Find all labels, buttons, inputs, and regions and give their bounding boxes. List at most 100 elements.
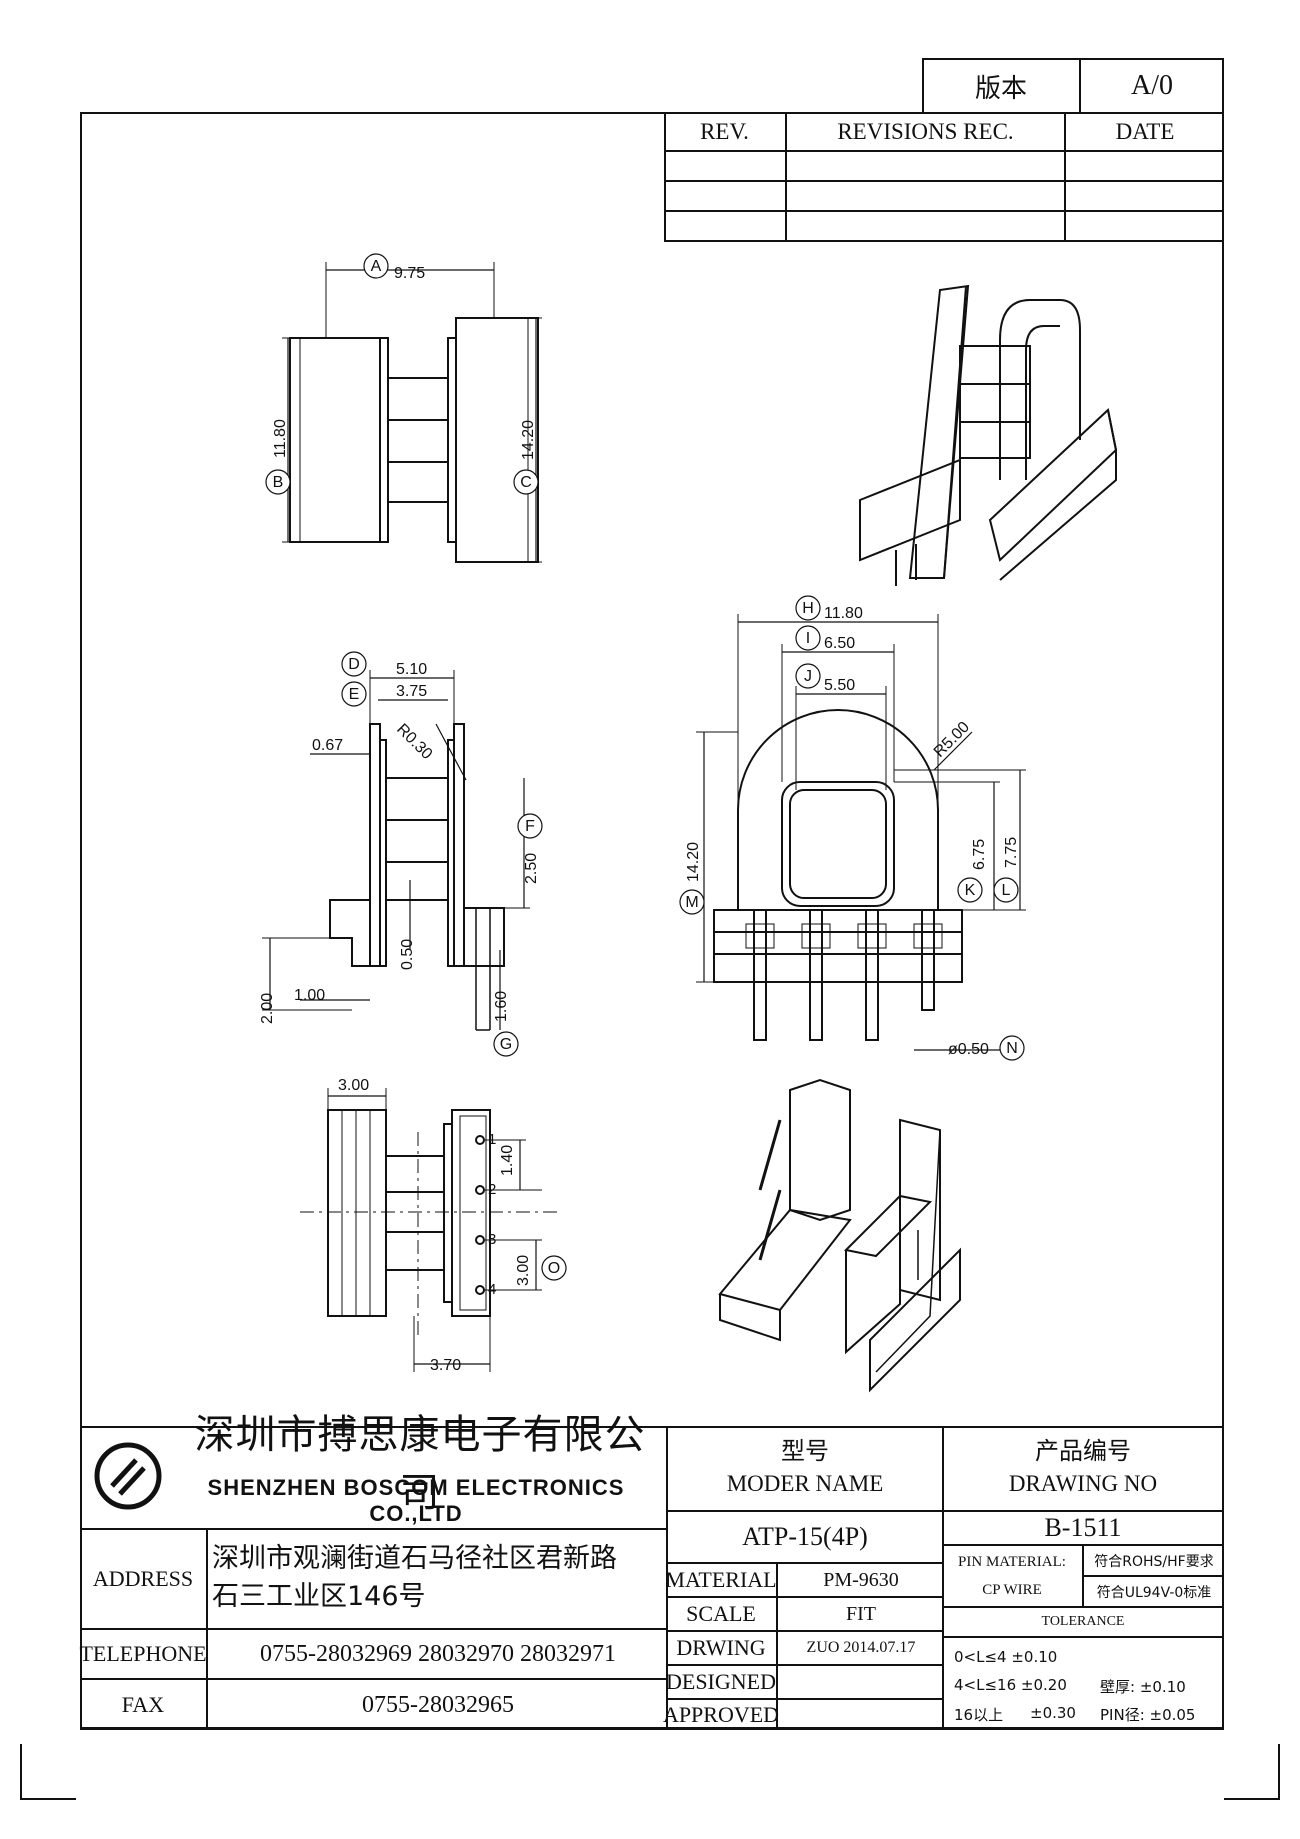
revisions-row1 <box>664 150 1224 152</box>
revisions-col2 <box>1064 112 1066 242</box>
pin-label-2: 2 <box>488 1181 496 1198</box>
address-value: 深圳市观澜街道石马径社区君新路 石三工业区146号 <box>212 1540 668 1616</box>
tb-right-row0 <box>942 1510 1224 1512</box>
dim-a-letter: A <box>371 258 382 275</box>
scale-value: FIT <box>846 1602 876 1625</box>
tb-mid-col <box>776 1562 778 1730</box>
company-name-en: SHENZHEN BOSCOM ELECTRONICS CO.,LTD <box>207 1475 625 1526</box>
dim-2-00: 2.00 <box>259 993 276 1024</box>
side-view <box>262 670 530 1031</box>
dim-o-letter: O <box>548 1260 560 1277</box>
model-label-cn: 型号 <box>781 1436 829 1465</box>
model-value: ATP-15(4P) <box>742 1522 868 1551</box>
rev-header: REV. <box>700 119 749 144</box>
crop-mark-left-h <box>20 1798 76 1800</box>
approved-label: APPROVED <box>662 1702 780 1727</box>
telephone-label: TELEPHONE <box>79 1641 207 1666</box>
version-value: A/0 <box>1131 70 1173 101</box>
isometric-view-bottom <box>718 1078 961 1393</box>
revisions-row3 <box>664 210 1224 212</box>
tb-left-row1 <box>80 1528 668 1530</box>
dim-n-letter: N <box>1006 1040 1018 1057</box>
tolerance-row2: 4<L≤16 ±0.20 <box>954 1676 1067 1694</box>
fax-value: 0755-28032965 <box>362 1691 514 1718</box>
dim-e-letter: E <box>349 686 360 703</box>
dim-0-50: 0.50 <box>399 939 416 970</box>
tb-left-row2 <box>80 1628 668 1630</box>
pin-label-1: 1 <box>488 1131 496 1148</box>
dim-n-value: ø0.50 <box>948 1041 989 1058</box>
tolerance-row3a: 16以上 <box>954 1706 1004 1724</box>
tb-mid-row0 <box>666 1510 944 1512</box>
dim-h-value: 11.80 <box>824 605 863 622</box>
revisions-row2 <box>664 180 1224 182</box>
fax-label: FAX <box>121 1692 165 1717</box>
dim-d-value: 5.10 <box>396 661 427 678</box>
ul-text: 符合UL94V-0标准 <box>1096 1584 1212 1601</box>
dim-3-70: 3.70 <box>430 1357 461 1374</box>
tb-mid-row3 <box>666 1630 944 1632</box>
dim-r-small: R0.30 <box>393 721 435 763</box>
dim-l-letter: L <box>1002 882 1011 899</box>
dim-c-value: 14.20 <box>520 420 537 460</box>
address-label: ADDRESS <box>92 1566 194 1591</box>
dim-k-letter: K <box>965 882 976 899</box>
dim-g-letter: G <box>500 1036 512 1053</box>
rev-rec-header: REVISIONS REC. <box>837 119 1014 144</box>
company-logo <box>94 1442 162 1510</box>
dim-r-large: R5.00 <box>931 719 973 761</box>
version-divider <box>1079 58 1081 114</box>
drawing-no-value: B-1511 <box>1044 1513 1122 1542</box>
dim-m-letter: M <box>685 894 698 911</box>
tb-left-row3 <box>80 1678 668 1680</box>
dim-h-letter: H <box>802 600 814 617</box>
dim-e-value: 3.75 <box>396 683 427 700</box>
dim-c-letter: C <box>520 474 532 491</box>
tolerance-pin: PIN径: ±0.05 <box>1100 1706 1196 1724</box>
tb-right-row3 <box>942 1636 1224 1638</box>
address-line1: 深圳市观澜街道石马径社区君新路 <box>212 1543 617 1574</box>
cp-wire-label: CP WIRE <box>982 1581 1042 1598</box>
dim-0-67: 0.67 <box>312 737 343 754</box>
revisions-table <box>664 112 1224 242</box>
title-block-right <box>942 1426 1224 1730</box>
tolerance-wall: 壁厚: ±0.10 <box>1100 1678 1186 1696</box>
designed-value <box>778 1666 944 1698</box>
rohs-text: 符合ROHS/HF要求 <box>1094 1553 1214 1570</box>
tb-right-subrow <box>1082 1575 1224 1577</box>
tolerance-title: TOLERANCE <box>1041 1614 1125 1629</box>
tb-mid-row4 <box>666 1664 944 1666</box>
version-label: 版本 <box>974 73 1027 104</box>
bottom-view <box>300 1088 560 1372</box>
tolerance-row1: 0<L≤4 ±0.10 <box>954 1648 1058 1666</box>
drawing-no-label-cn: 产品编号 <box>1035 1436 1131 1465</box>
isometric-view-top <box>859 284 1118 586</box>
crop-mark-right-h <box>1224 1798 1280 1800</box>
dim-1-00: 1.00 <box>294 987 325 1004</box>
pin-label-3: 3 <box>488 1231 496 1248</box>
drwing-value: ZUO 2014.07.17 <box>806 1639 916 1656</box>
approved-value <box>778 1700 944 1730</box>
material-label: MATERIAL <box>665 1567 777 1592</box>
tb-mid-row1 <box>666 1562 944 1564</box>
address-line2: 石三工业区146号 <box>212 1581 426 1612</box>
dim-j-letter: J <box>804 668 812 685</box>
dim-3-00-top: 3.00 <box>338 1077 369 1094</box>
telephone-value: 0755-28032969 28032970 28032971 <box>260 1640 616 1667</box>
date-header: DATE <box>1115 119 1175 144</box>
tb-right-row2 <box>942 1606 1224 1608</box>
dim-i-letter: I <box>806 630 810 647</box>
crop-mark-right-v <box>1278 1744 1280 1800</box>
tb-mid-row2 <box>666 1596 944 1598</box>
dim-o-value: 3.00 <box>515 1255 532 1286</box>
dimension-labels: A 9.75 B 11.80 C 14.20 D 5.10 E 3.75 R0.… <box>259 253 1025 1374</box>
dim-d-letter: D <box>348 656 360 673</box>
revisions-col1 <box>785 112 787 242</box>
dim-1-40: 1.40 <box>499 1145 516 1176</box>
pin-label-4: 4 <box>488 1281 496 1298</box>
top-view <box>282 262 542 563</box>
dim-b-value: 11.80 <box>272 419 289 458</box>
dim-a-value: 9.75 <box>394 265 425 282</box>
pin-material-label: PIN MATERIAL: <box>958 1553 1066 1570</box>
dim-m-value: 14.20 <box>685 842 702 882</box>
